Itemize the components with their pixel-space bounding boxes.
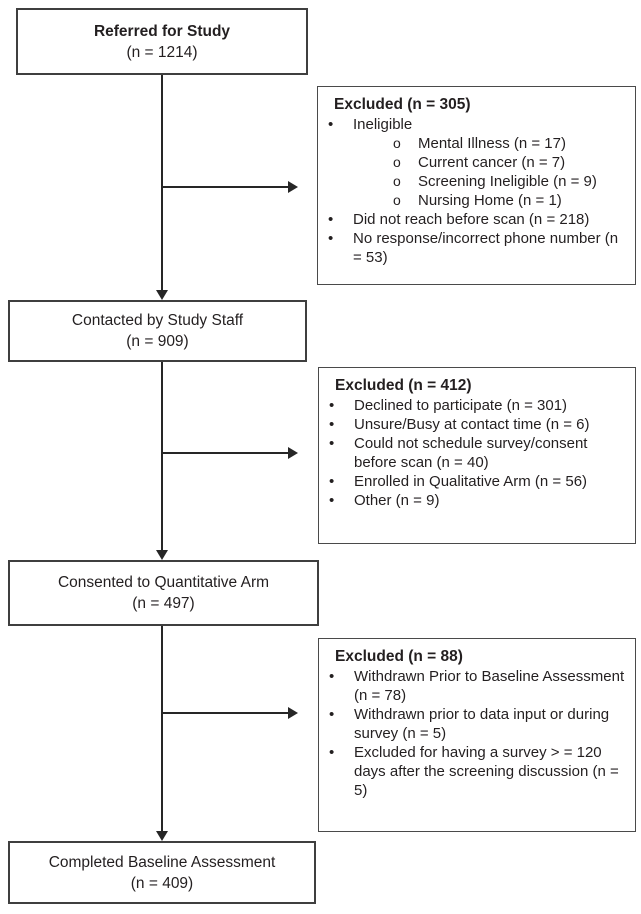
arrow-down-icon-2: [156, 550, 168, 560]
bullet-icon: •: [329, 473, 335, 490]
flow-box-count: (n = 1214): [126, 43, 198, 61]
list-subitem-text: Mental Illness (n = 17): [418, 135, 566, 152]
list-item-text: Other (n = 9): [354, 492, 440, 509]
connector-line-3: [161, 626, 163, 831]
flow-box-completed: Completed Baseline Assessment (n = 409): [8, 841, 316, 904]
list-item-text: Excluded for having a survey > = 120 day…: [354, 744, 619, 799]
flow-box-title: Referred for Study: [93, 22, 231, 40]
arrow-down-icon-3: [156, 831, 168, 841]
bullet-icon: •: [329, 492, 335, 509]
list-item-text: Did not reach before scan (n = 218): [353, 211, 590, 228]
flow-box-title: Contacted by Study Staff: [71, 312, 244, 329]
list-item: • Could not schedule survey/consent befo…: [319, 434, 635, 472]
exclusion-title: Excluded (n = 88): [335, 648, 463, 665]
bullet-icon: •: [329, 706, 335, 723]
arrow-right-icon-2: [288, 447, 298, 459]
sub-bullet-icon: o: [393, 192, 401, 208]
list-subitem: o Screening Ineligible (n = 9): [318, 172, 635, 191]
connector-line-2: [161, 362, 163, 550]
bullet-icon: •: [329, 668, 335, 685]
list-item-text: No response/incorrect phone number (n = …: [353, 230, 619, 266]
exclusion-box-88: Excluded (n = 88) • Withdrawn Prior to B…: [318, 638, 636, 832]
list-item: • Enrolled in Qualitative Arm (n = 56): [319, 472, 635, 491]
bullet-icon: •: [329, 416, 335, 433]
bullet-icon: •: [328, 211, 334, 228]
list-item: • No response/incorrect phone number (n …: [318, 229, 635, 267]
flow-box-count: (n = 497): [132, 595, 195, 612]
list-item-text: Unsure/Busy at contact time (n = 6): [354, 416, 590, 433]
list-subitem-text: Current cancer (n = 7): [418, 154, 566, 171]
list-item: • Unsure/Busy at contact time (n = 6): [319, 415, 635, 434]
list-item: • Withdrawn Prior to Baseline Assessment…: [319, 667, 635, 705]
exclusion-box-412: Excluded (n = 412) • Declined to partici…: [318, 367, 636, 544]
list-subitem: o Current cancer (n = 7): [318, 153, 635, 172]
list-item: • Excluded for having a survey > = 120 d…: [319, 743, 635, 800]
list-subitem-text: Nursing Home (n = 1): [418, 192, 562, 209]
sub-bullet-icon: o: [393, 135, 401, 151]
list-subitem: o Mental Illness (n = 17): [318, 134, 635, 153]
list-item-text: Ineligible: [353, 116, 413, 133]
list-item: • Declined to participate (n = 301): [319, 396, 635, 415]
flow-box-count: (n = 909): [126, 333, 189, 350]
list-subitem-text: Screening Ineligible (n = 9): [418, 173, 597, 190]
exclusion-title: Excluded (n = 305): [334, 96, 471, 113]
branch-line-1: [162, 186, 288, 188]
exclusion-box-305: Excluded (n = 305) • Ineligible o Mental…: [317, 86, 636, 285]
arrow-right-icon-3: [288, 707, 298, 719]
list-item-text: Declined to participate (n = 301): [354, 397, 568, 414]
list-item: • Did not reach before scan (n = 218): [318, 210, 635, 229]
arrow-right-icon-1: [288, 181, 298, 193]
connector-line-1: [161, 75, 163, 290]
list-item-text: Could not schedule survey/consent before…: [354, 435, 588, 471]
flow-box-contacted: Contacted by Study Staff (n = 909): [8, 300, 307, 362]
flow-box-title: Consented to Quantitative Arm: [57, 574, 270, 591]
list-item-text: Enrolled in Qualitative Arm (n = 56): [354, 473, 588, 490]
branch-line-3: [162, 712, 288, 714]
bullet-icon: •: [329, 744, 335, 761]
list-item-text: Withdrawn prior to data input or during …: [354, 706, 610, 742]
sub-bullet-icon: o: [393, 154, 401, 170]
sub-bullet-icon: o: [393, 173, 401, 189]
exclusion-title: Excluded (n = 412): [335, 377, 472, 394]
branch-line-2: [162, 452, 288, 454]
flow-box-referred: Referred for Study (n = 1214): [16, 8, 308, 75]
bullet-icon: •: [329, 435, 335, 452]
list-subitem: o Nursing Home (n = 1): [318, 191, 635, 210]
list-item: • Withdrawn prior to data input or durin…: [319, 705, 635, 743]
list-item: • Other (n = 9): [319, 491, 635, 510]
bullet-icon: •: [329, 397, 335, 414]
list-item-text: Withdrawn Prior to Baseline Assessment (…: [354, 668, 625, 704]
bullet-icon: •: [328, 230, 334, 247]
bullet-icon: •: [328, 116, 334, 133]
flow-box-consented: Consented to Quantitative Arm (n = 497): [8, 560, 319, 626]
flow-box-count: (n = 409): [130, 874, 194, 892]
flow-box-title: Completed Baseline Assessment: [48, 853, 276, 871]
list-item: • Ineligible: [318, 115, 635, 134]
arrow-down-icon-1: [156, 290, 168, 300]
